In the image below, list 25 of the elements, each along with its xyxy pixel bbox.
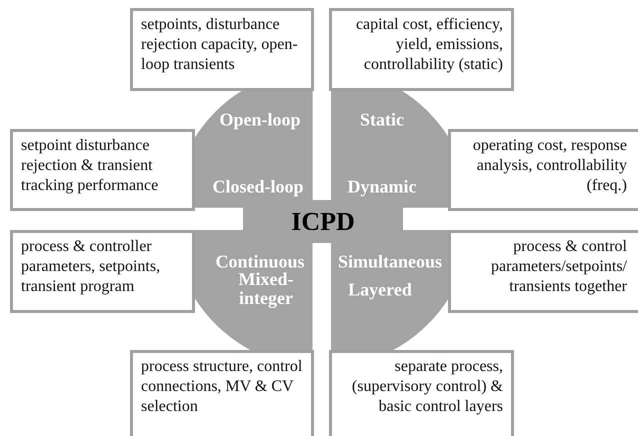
description-text: separate process, (supervisory control) & basic control layers (350, 357, 503, 417)
text-box (329, 8, 514, 91)
category-label: Simultaneous (338, 252, 442, 272)
text-box (130, 350, 314, 436)
description-text: capital cost, efficiency, yield, emissions, controllability (static) (354, 15, 503, 75)
text-box (448, 230, 638, 313)
category-label: Layered (348, 280, 412, 300)
category-label: Static (360, 110, 404, 130)
description-text: setpoint disturbance rejection & transient tracking performance (21, 136, 160, 196)
text-box (130, 8, 314, 91)
category-label: Open-loop (219, 110, 300, 130)
description-text: process & control parameters/setpoints/ transients together (490, 237, 627, 297)
text-box (448, 129, 638, 211)
text-box (329, 350, 514, 436)
category-label: Dynamic (348, 177, 416, 196)
description-text: process structure, control connections, MV & CV selection (141, 357, 303, 417)
center-title: ICPD (291, 206, 355, 236)
description-text: setpoints, disturbance rejection capacity, open-loop transients (141, 15, 299, 75)
category-label: Closed-loop (212, 177, 304, 196)
category-label: Continuous (215, 252, 304, 272)
text-box (10, 129, 195, 211)
text-box (10, 230, 195, 313)
description-text: operating cost, response analysis, controllability (freq.) (472, 136, 627, 196)
category-label: Mixed- integer (237, 270, 294, 308)
description-text: process & controller parameters, setpoints, transient program (21, 237, 162, 297)
